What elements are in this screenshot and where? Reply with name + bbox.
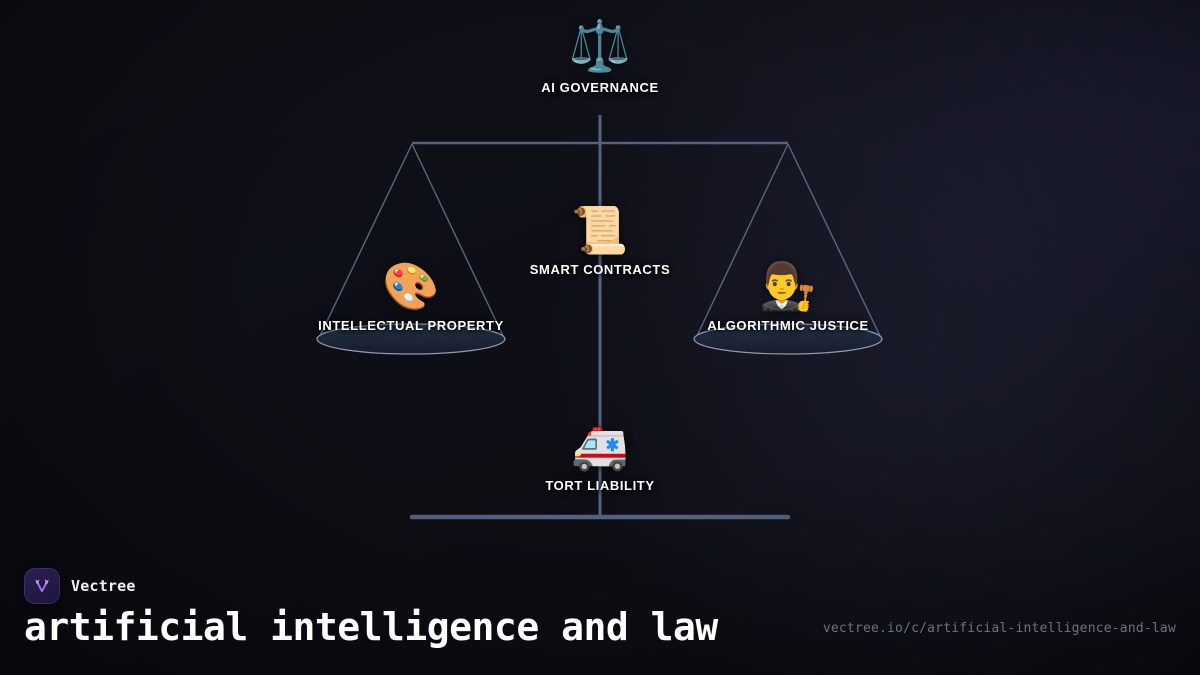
page-title: artificial intelligence and law [24, 605, 718, 649]
vectree-logo-icon [24, 568, 60, 604]
ambulance-icon: 🚑 [571, 420, 629, 472]
footer: Vectree artificial intelligence and law … [0, 555, 1200, 675]
artist-palette-icon: 🎨 [382, 260, 440, 312]
node-tort-liability[interactable]: 🚑 TORT LIABILITY [470, 420, 730, 493]
scale-string-right-outer [787, 143, 883, 341]
node-intellectual-property[interactable]: 🎨 INTELLECTUAL PROPERTY [281, 260, 541, 333]
scale-string-right-inner [694, 143, 789, 341]
scales-icon: ⚖️ [568, 18, 632, 74]
node-ai-governance[interactable]: ⚖️ AI GOVERNANCE [470, 18, 730, 95]
brand[interactable]: Vectree [24, 568, 136, 604]
scroll-icon: 📜 [571, 204, 629, 256]
node-label: TORT LIABILITY [545, 478, 655, 493]
node-label: ALGORITHMIC JUSTICE [707, 318, 869, 333]
page-url: vectree.io/c/artificial-intelligence-and… [822, 621, 1176, 636]
scale-pan-left [316, 323, 506, 355]
node-algorithmic-justice[interactable]: 👨‍⚖️ ALGORITHMIC JUSTICE [658, 260, 918, 333]
scale-pan-right [693, 323, 883, 355]
scale-string-left-outer [317, 143, 413, 341]
node-smart-contracts[interactable]: 📜 SMART CONTRACTS [470, 204, 730, 277]
node-label: SMART CONTRACTS [529, 262, 671, 277]
brand-name: Vectree [71, 577, 136, 595]
node-label: INTELLECTUAL PROPERTY [318, 318, 504, 333]
node-label: AI GOVERNANCE [541, 80, 659, 95]
scale-string-left-inner [411, 143, 506, 341]
balance-scale-graphic [316, 115, 883, 520]
judge-icon: 👨‍⚖️ [759, 260, 817, 312]
